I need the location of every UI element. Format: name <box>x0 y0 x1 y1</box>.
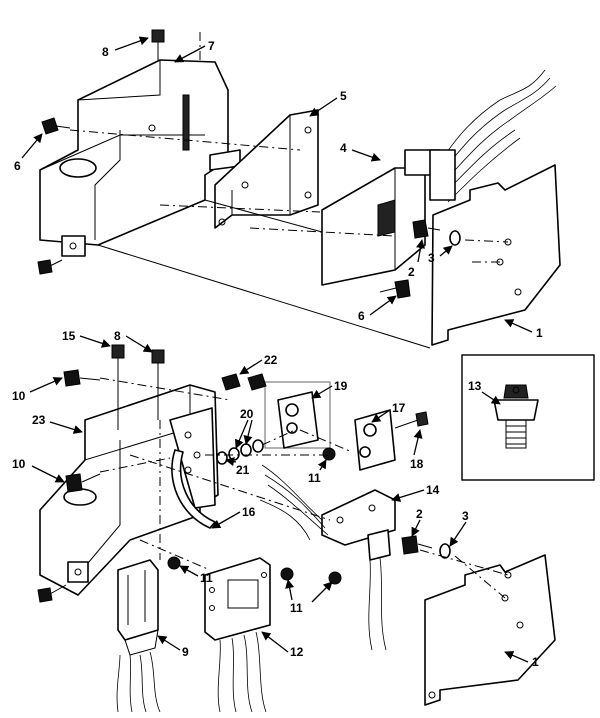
screw-top-8 <box>151 29 165 60</box>
breaker-part-19 <box>264 381 331 449</box>
callout-bottom-11c: 11 <box>290 601 303 615</box>
callout-bottom-22: 22 <box>264 353 278 367</box>
module-part-4 <box>321 149 441 286</box>
screw-top-left <box>37 259 63 275</box>
callout-bottom-8: 8 <box>114 329 121 343</box>
callout-bottom-15: 15 <box>62 329 76 343</box>
callout-bottom-10a: 10 <box>12 389 26 403</box>
cover-plate-part-1 <box>431 164 561 346</box>
screw-bottom-10a <box>63 369 101 387</box>
callout-bottom-23: 23 <box>32 413 46 427</box>
callout-top-5: 5 <box>340 89 347 103</box>
relay-part-9 <box>117 559 159 656</box>
nut-bottom-11c <box>280 567 294 581</box>
callout-bottom-1: 1 <box>532 655 539 669</box>
washer-top-3 <box>449 230 461 246</box>
callout-detail-13: 13 <box>468 379 482 393</box>
callout-bottom-14: 14 <box>426 483 440 497</box>
mounting-rail <box>97 199 431 349</box>
breaker-part-17 <box>354 409 396 471</box>
bottom-assembly: 15 8 22 10 19 23 20 17 10 21 11 18 14 16… <box>12 329 556 713</box>
relay-part-14 <box>321 489 396 561</box>
wire-harness-bottom <box>116 464 387 713</box>
callout-top-2: 2 <box>408 265 415 279</box>
callout-top-7: 7 <box>208 39 215 53</box>
screw-bottom-left <box>37 584 67 603</box>
callout-top-3: 3 <box>428 251 435 265</box>
wire-harness-top <box>429 69 557 203</box>
housing-part-7 <box>39 59 241 257</box>
callout-top-6a: 6 <box>14 159 21 173</box>
callout-bottom-21: 21 <box>236 463 250 477</box>
callout-top-4: 4 <box>340 141 347 155</box>
cover-plate-bottom-part-1 <box>424 554 556 706</box>
callout-bottom-18: 18 <box>410 457 424 471</box>
callout-bottom-2: 2 <box>416 507 423 521</box>
callout-top-8: 8 <box>102 45 109 59</box>
bracket-part-5 <box>214 109 319 229</box>
callout-bottom-3: 3 <box>462 509 469 523</box>
nut-bottom-11d <box>328 571 342 585</box>
callout-bottom-12: 12 <box>290 645 304 659</box>
screw-top-2 <box>412 219 441 239</box>
callout-top-6b: 6 <box>358 309 365 323</box>
screw-bottom-2 <box>401 535 433 555</box>
housing-part-23 <box>39 384 219 596</box>
detail-box-part-13: 13 <box>461 354 595 481</box>
module-part-12 <box>204 557 271 641</box>
callout-bottom-20: 20 <box>240 407 254 421</box>
callout-bottom-9: 9 <box>182 645 189 659</box>
screw-bottom-10b <box>65 473 101 493</box>
callout-bottom-17: 17 <box>392 401 406 415</box>
screw-bottom-18 <box>394 411 429 429</box>
callout-bottom-11a: 11 <box>308 471 321 485</box>
nut-bottom-11a <box>322 447 336 461</box>
screw-top-6a <box>41 117 71 135</box>
top-assembly: 8 7 5 6 4 2 3 6 1 <box>14 29 561 349</box>
washer-bottom-3 <box>439 543 451 559</box>
screw-bottom-15 <box>111 344 125 430</box>
screw-bottom-22 <box>221 373 267 391</box>
callout-bottom-16: 16 <box>242 505 256 519</box>
callout-bottom-10b: 10 <box>12 457 26 471</box>
callout-bottom-19: 19 <box>334 379 348 393</box>
callout-top-1: 1 <box>536 326 543 340</box>
nut-bottom-11b <box>167 556 181 570</box>
washers-part-20-21 <box>216 439 264 465</box>
callout-bottom-11b: 11 <box>200 571 213 585</box>
screw-top-6b <box>379 279 411 299</box>
screw-bottom-8 <box>151 349 165 420</box>
